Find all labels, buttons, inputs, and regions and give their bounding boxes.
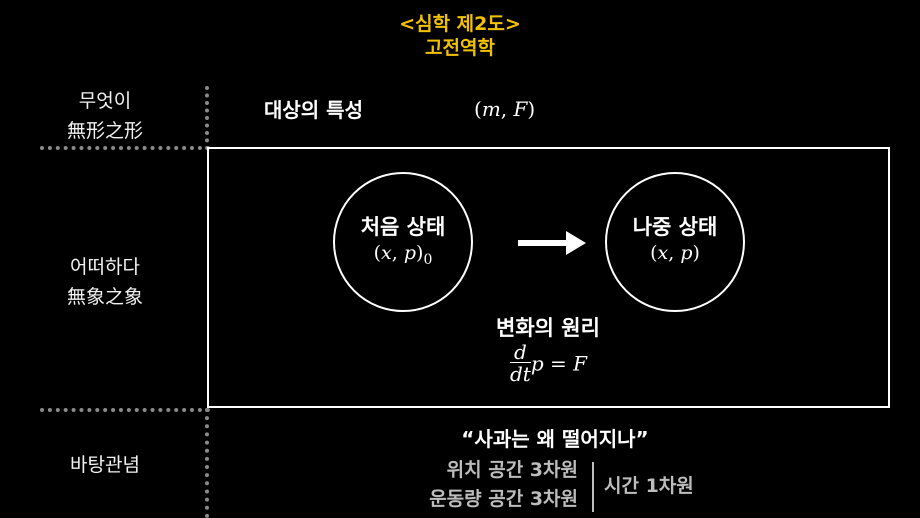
math-m: m (481, 97, 501, 121)
time-dimension: 시간 1차원 (604, 475, 694, 497)
label-what-line-1: 무엇이 (78, 90, 132, 112)
horizontal-divider-top (40, 146, 210, 150)
label-what-line-2: 無形之形 (66, 120, 143, 142)
basis-quote: “사과는 왜 떨어지나” (461, 427, 649, 451)
final-state-label: 나중 상태 (632, 215, 718, 239)
position-space: 위치 공간 3차원 (446, 459, 578, 481)
initial-state-label: 처음 상태 (360, 215, 446, 239)
paren-open: ( (373, 242, 382, 264)
final-state-circle (605, 172, 745, 312)
vertical-divider-top (205, 86, 209, 150)
paren-close: ) (692, 242, 700, 264)
object-math: (m, F) (474, 95, 535, 123)
basis-spaces: 위치 공간 3차원 운동량 공간 3차원 (400, 456, 578, 514)
principle-label: 변화의 원리 (496, 316, 600, 340)
fraction-denominator: dt (510, 362, 531, 386)
math-x: x (657, 242, 669, 264)
paren-close: ) (527, 97, 536, 121)
label-how: 어떠하다 無象之象 (40, 252, 170, 312)
fraction-numerator: d (510, 342, 531, 363)
label-how-line-1: 어떠하다 (70, 256, 140, 278)
right-arrow-icon (518, 231, 586, 255)
principle-equation: d dt p = F (510, 342, 587, 385)
initial-state-math: (x, p)0 (333, 240, 473, 273)
final-state-content: 나중 상태 (x, p) (605, 214, 745, 266)
math-comma: , (668, 242, 681, 264)
paren-open: ( (650, 242, 658, 264)
initial-state-content: 처음 상태 (x, p)0 (333, 214, 473, 273)
change-box (207, 147, 890, 408)
math-p: p (680, 242, 693, 264)
horizontal-divider-bottom (40, 408, 210, 412)
final-state-math: (x, p) (605, 240, 745, 266)
vertical-divider-bottom (205, 408, 209, 518)
momentum-space: 운동량 공간 3차원 (429, 488, 578, 510)
paren-open: ( (474, 97, 482, 121)
derivative-fraction: d dt (510, 342, 531, 385)
label-how-line-2: 無象之象 (66, 286, 143, 308)
object-label: 대상의 특성 (264, 98, 363, 122)
equation-rhs: p = F (530, 351, 587, 376)
title-line-2: 고전역학 (425, 37, 495, 59)
slide-title: <심학 제2도> 고전역학 (0, 12, 920, 60)
label-what: 무엇이 無形之形 (40, 86, 170, 146)
math-F: F (513, 97, 528, 121)
math-x: x (381, 242, 392, 264)
math-p: p (403, 242, 417, 264)
title-line-1: <심학 제2도> (399, 13, 521, 35)
math-comma: , (391, 242, 404, 264)
math-subscript: 0 (423, 251, 433, 268)
basis-divider (592, 462, 594, 512)
paren-close: ) (416, 242, 424, 264)
label-basis: 바탕관념 (70, 454, 140, 476)
math-comma: , (500, 97, 514, 121)
initial-state-circle (333, 172, 473, 312)
